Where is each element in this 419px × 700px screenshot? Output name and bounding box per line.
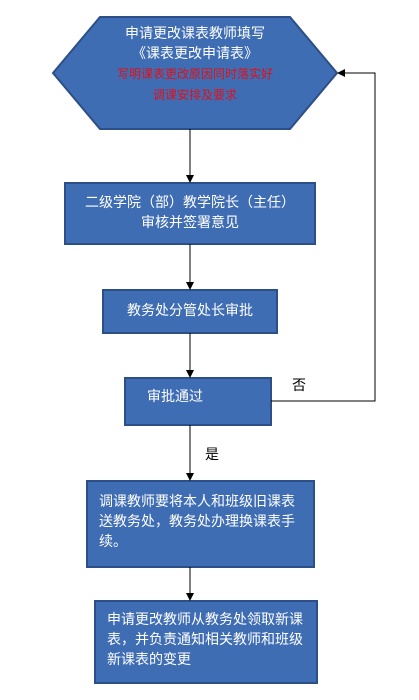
arrow-decision-no-loop <box>271 69 376 402</box>
dean-review-line2: 审核并签署意见 <box>141 215 239 231</box>
decision-text: 审批通过 <box>147 389 203 405</box>
submit-line1: 调课教师要将本人和班级旧课表 <box>99 494 295 510</box>
decision-box <box>124 377 272 426</box>
dean-review-text: 二级学院（部）教学院长（主任） 审核并签署意见 <box>65 193 315 233</box>
submit-line2: 送教务处，教务处办理换课表手 <box>99 514 295 530</box>
collect-schedule-box <box>94 600 318 684</box>
start-note-line1: 写明课表更改原因同时落实好 <box>116 67 273 81</box>
submit-line3: 续。 <box>99 534 127 550</box>
start-title-line1: 申请更改课表教师填写 <box>125 26 265 42</box>
label-yes: 是 <box>205 447 219 463</box>
office-approval-text: 教务处分管处长审批 <box>127 303 253 319</box>
start-note-line2: 调课安排及要求 <box>152 88 237 102</box>
dean-review-box <box>64 182 316 245</box>
collect-line1: 申请更改教师从教务处领取新课 <box>107 612 303 628</box>
submit-schedule-text: 调课教师要将本人和班级旧课表 送教务处，教务处办理换课表手 续。 <box>99 492 311 552</box>
start-title-line2: 《课表更改申请表》 <box>132 46 258 62</box>
collect-schedule-text: 申请更改教师从教务处领取新课 表，并负责通知相关教师和班级 新课表的变更 <box>107 610 315 670</box>
start-node-text: 申请更改课表教师填写 《课表更改申请表》 写明课表更改原因同时落实好 调课安排及… <box>100 24 290 106</box>
submit-schedule-box <box>86 480 315 568</box>
collect-line2: 表，并负责通知相关教师和班级 <box>107 632 303 648</box>
collect-line3: 新课表的变更 <box>107 652 191 668</box>
label-no: 否 <box>292 378 306 394</box>
dean-review-line1: 二级学院（部）教学院长（主任） <box>85 195 295 211</box>
